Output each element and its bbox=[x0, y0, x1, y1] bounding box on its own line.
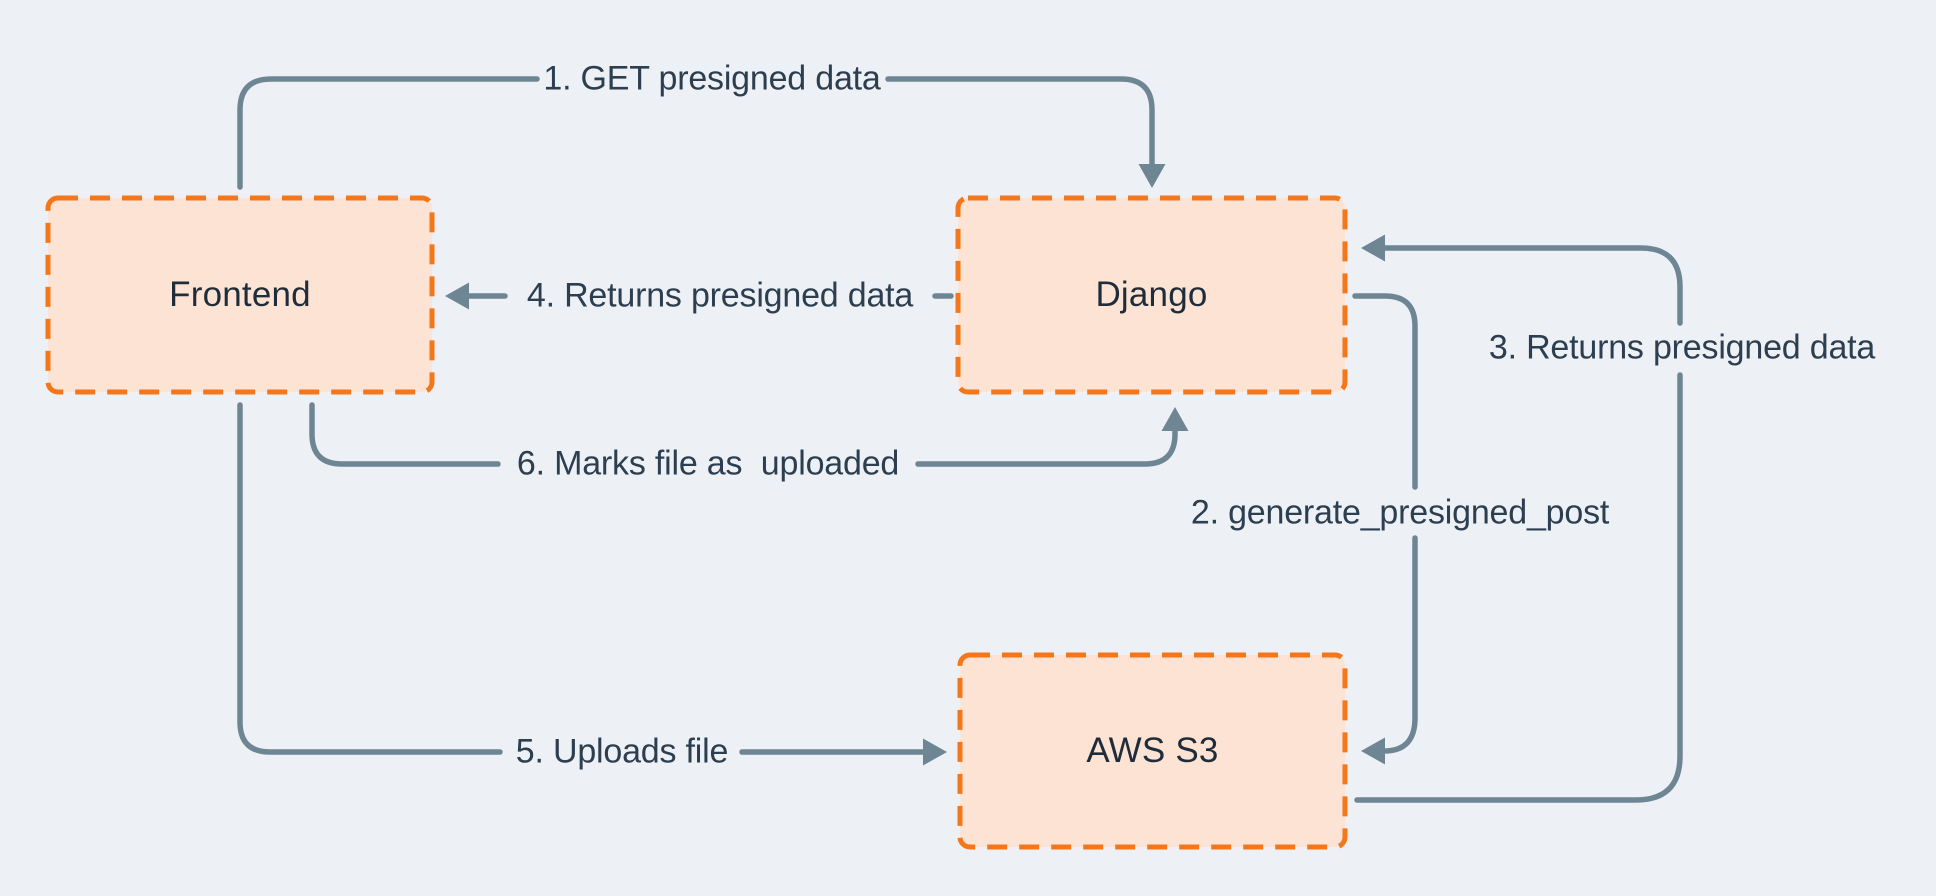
edge-6-path-end bbox=[915, 428, 1178, 467]
edge-2-arrowhead bbox=[1361, 737, 1385, 765]
node-box-frontend bbox=[45, 195, 435, 395]
edge-1-path-end bbox=[885, 76, 1155, 169]
edge-5-path-start bbox=[237, 402, 503, 755]
edge-1-arrowhead bbox=[1138, 164, 1166, 188]
edge-label-3: 3. Returns presigned data bbox=[1488, 328, 1876, 367]
node-django: Django bbox=[958, 198, 1345, 392]
edge-3-path-start bbox=[1354, 372, 1683, 803]
edge-1-path-start bbox=[237, 76, 540, 190]
edge-label-1: 1. GET presigned data bbox=[543, 59, 881, 98]
edge-label-5: 5. Uploads file bbox=[515, 732, 729, 771]
edge-3-arrowhead bbox=[1361, 234, 1385, 262]
edge-label-6: 6. Marks file as uploaded bbox=[516, 444, 900, 483]
node-frontend-label: Frontend bbox=[169, 275, 311, 314]
node-aws-s3: AWS S3 bbox=[960, 655, 1345, 847]
node-aws-s3-label: AWS S3 bbox=[1086, 731, 1219, 770]
edge-2-path-start bbox=[1352, 293, 1418, 490]
edge-6-arrowhead bbox=[1161, 407, 1189, 431]
edge-2-path-end bbox=[1383, 535, 1418, 754]
node-box-django bbox=[955, 195, 1348, 395]
edge-5-arrowhead bbox=[923, 738, 947, 766]
node-django-label: Django bbox=[1095, 275, 1208, 314]
node-box-aws-s3 bbox=[957, 652, 1348, 850]
edge-label-2: 2. generate_presigned_post bbox=[1190, 493, 1610, 532]
edge-3-path-end bbox=[1373, 245, 1683, 326]
edge-4-arrowhead bbox=[445, 282, 469, 310]
edge-label-4: 4. Returns presigned data bbox=[526, 276, 914, 315]
edge-6-path-start bbox=[309, 402, 501, 467]
node-frontend: Frontend bbox=[48, 198, 432, 392]
